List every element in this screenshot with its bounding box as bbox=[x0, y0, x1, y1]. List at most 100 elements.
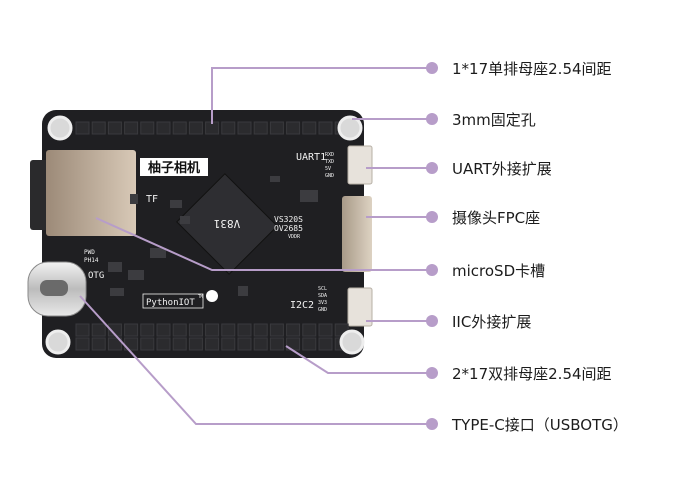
pwd-label: PWD bbox=[84, 249, 95, 256]
header-pin bbox=[124, 323, 139, 337]
header-pin bbox=[269, 121, 284, 135]
header-pin bbox=[286, 121, 301, 135]
board-title: 柚子相机 bbox=[148, 160, 200, 176]
callout-label-uart: UART外接扩展 bbox=[452, 160, 552, 178]
header-pin bbox=[91, 337, 106, 351]
brand-label: PythonIOT bbox=[146, 298, 195, 308]
header-pin bbox=[253, 337, 268, 351]
header-pin bbox=[75, 323, 90, 337]
title-label-bg bbox=[140, 158, 208, 176]
callout-dot-8 bbox=[426, 418, 438, 430]
header-pin bbox=[302, 337, 317, 351]
header-pin bbox=[107, 337, 122, 351]
uart-pin-gnd: GND bbox=[325, 173, 334, 179]
single-row-header-1x17 bbox=[75, 121, 349, 135]
leader-line-2x17-header bbox=[285, 345, 432, 374]
mounting-hole-bottom-right bbox=[339, 329, 365, 355]
leader-line-1x17-header bbox=[211, 67, 432, 124]
header-pin bbox=[188, 323, 203, 337]
sensor-label-1: VS320S bbox=[274, 215, 303, 224]
tf-label: TF bbox=[146, 194, 158, 205]
header-pin bbox=[221, 323, 236, 337]
header-pin bbox=[107, 121, 122, 135]
header-pin bbox=[75, 337, 90, 351]
header-pin bbox=[253, 323, 268, 337]
header-pin bbox=[188, 121, 203, 135]
header-pin bbox=[156, 337, 171, 351]
callout-dot-6 bbox=[426, 315, 438, 327]
iic-pin-sda: SDA bbox=[318, 293, 327, 299]
header-pin bbox=[269, 337, 284, 351]
header-pin bbox=[269, 323, 284, 337]
header-pin bbox=[172, 121, 187, 135]
iic-connector bbox=[347, 287, 373, 327]
mounting-hole-top-right bbox=[337, 115, 363, 141]
header-pin bbox=[91, 323, 106, 337]
led-indicator bbox=[206, 290, 218, 302]
brand-label-frame bbox=[142, 293, 204, 309]
soc-chip bbox=[176, 173, 278, 275]
otg-label: OTG bbox=[88, 271, 104, 281]
callout-label-mounting-hole: 3mm固定孔 bbox=[452, 111, 536, 129]
callout-dot-7 bbox=[426, 367, 438, 379]
header-pin bbox=[140, 337, 155, 351]
callout-label-2x17-header: 2*17双排母座2.54间距 bbox=[452, 365, 612, 383]
header-pin bbox=[205, 337, 220, 351]
callout-dot-4 bbox=[426, 211, 438, 223]
iic-pin-gnd: GND bbox=[318, 307, 327, 313]
header-pin bbox=[221, 121, 236, 135]
vddr-label: VDDR bbox=[288, 234, 301, 240]
uart-pin-rxd: RXD bbox=[325, 152, 334, 158]
mounting-hole-bottom-left bbox=[45, 329, 71, 355]
header-pin bbox=[140, 121, 155, 135]
passive-components bbox=[108, 176, 318, 296]
uart-label: UART1 bbox=[296, 152, 326, 163]
header-pin bbox=[124, 121, 139, 135]
header-pin bbox=[302, 121, 317, 135]
leader-line-microsd bbox=[95, 217, 432, 271]
header-pin bbox=[237, 323, 252, 337]
uart-pin-txd: TXD bbox=[325, 159, 334, 165]
callout-dot-2 bbox=[426, 113, 438, 125]
callout-label-fpc: 摄像头FPC座 bbox=[452, 209, 541, 227]
header-pin bbox=[318, 337, 333, 351]
header-pin bbox=[91, 121, 106, 135]
mounting-holes bbox=[45, 115, 365, 355]
sensor-label-2: OV2685 bbox=[274, 224, 303, 233]
callout-label-usb-c: TYPE-C接口（USBOTG） bbox=[452, 416, 628, 434]
callout-dot-1 bbox=[426, 62, 438, 74]
callout-label-iic: IIC外接扩展 bbox=[452, 313, 532, 331]
header-pin bbox=[156, 323, 171, 337]
header-pin bbox=[75, 121, 90, 135]
iic-label: I2C2 bbox=[290, 300, 314, 311]
header-pin bbox=[302, 323, 317, 337]
callout-label-1x17-header: 1*17单排母座2.54间距 bbox=[452, 60, 612, 78]
uart-pin-5v: 5V bbox=[325, 166, 331, 172]
callout-dot-3 bbox=[426, 162, 438, 174]
fpc-connector bbox=[342, 196, 372, 272]
header-pin bbox=[318, 121, 333, 135]
mounting-hole-top-left bbox=[47, 115, 73, 141]
iic-pin-scl: SCL bbox=[318, 286, 327, 292]
header-pin bbox=[221, 337, 236, 351]
chip-label: V831 bbox=[214, 217, 241, 230]
header-pin bbox=[172, 337, 187, 351]
callout-dots bbox=[426, 62, 438, 430]
callout-dot-5 bbox=[426, 264, 438, 276]
uart-connector bbox=[347, 145, 373, 185]
iic-pin-3v3: 3V3 bbox=[318, 300, 327, 306]
brand-tm: TM bbox=[198, 294, 203, 299]
leader-line-usb-c bbox=[79, 295, 432, 425]
leader-lines bbox=[79, 67, 432, 425]
header-pin bbox=[188, 337, 203, 351]
header-pin bbox=[237, 121, 252, 135]
ph14-label: PH14 bbox=[84, 257, 99, 264]
header-pin bbox=[205, 323, 220, 337]
header-pin bbox=[237, 337, 252, 351]
header-pin bbox=[140, 323, 155, 337]
header-pin bbox=[318, 323, 333, 337]
header-pin bbox=[172, 323, 187, 337]
sd-card bbox=[46, 150, 136, 236]
header-pin bbox=[107, 323, 122, 337]
